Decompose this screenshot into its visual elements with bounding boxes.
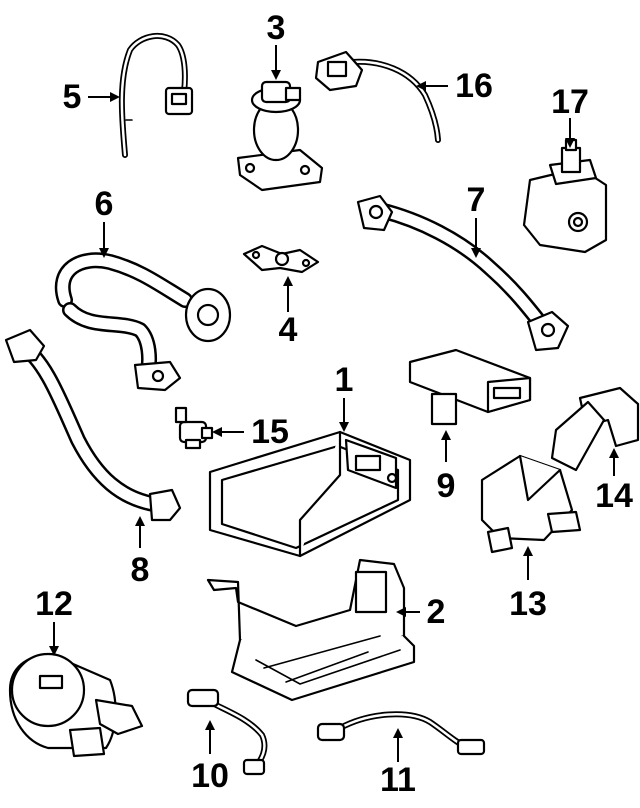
callout-2: 2 [426,593,446,631]
callout-12: 12 [35,585,73,623]
callout-5: 5 [62,78,82,116]
part-17-vacuum-pump [522,138,608,254]
part-6-egr-pipe [54,252,232,392]
part-11-o2-sensor [316,711,486,756]
callout-13: 13 [509,585,547,623]
callout-4: 4 [278,311,298,349]
part-14-bracket [550,386,640,472]
callout-10: 10 [191,757,229,795]
part-7-tube [356,194,570,352]
part-15-valve [174,406,214,450]
callout-17: 17 [551,83,589,121]
part-8-hose [4,328,182,522]
callout-8: 8 [130,551,150,589]
callout-16: 16 [455,67,493,105]
part-4-gasket [242,244,320,274]
part-12-canister [8,652,144,758]
part-2-tray [206,558,416,702]
part-10-o2-sensor [186,688,268,776]
callout-6: 6 [94,185,114,223]
part-9-sensor [408,348,532,426]
callout-7: 7 [466,181,486,219]
callout-14: 14 [595,477,633,515]
part-16-sensor-wire [314,50,441,143]
part-3-egr-valve [236,80,324,192]
part-1-box [208,430,412,558]
callout-1: 1 [334,361,354,399]
callout-3: 3 [266,9,286,47]
callout-11: 11 [380,761,416,799]
part-5-wire-harness [118,33,194,158]
part-13-module [480,454,582,554]
callout-9: 9 [436,467,456,505]
callout-15: 15 [251,413,289,451]
